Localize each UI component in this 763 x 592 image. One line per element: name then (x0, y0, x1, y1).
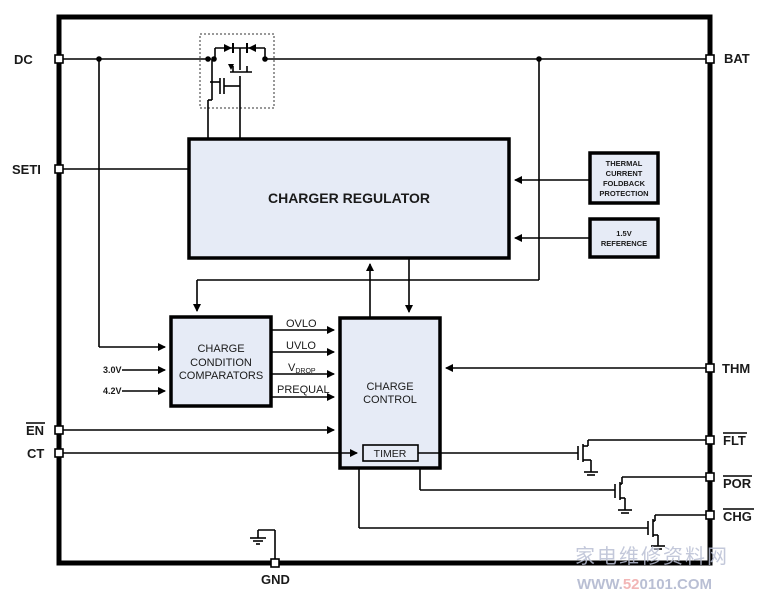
thermal-label-2: CURRENT (606, 169, 643, 178)
flt-transistor-icon (577, 440, 598, 476)
charger-regulator-label: CHARGER REGULATOR (268, 190, 430, 206)
junction-dots (96, 56, 542, 62)
pin-chg-label: CHG (723, 509, 752, 524)
thermal-label-3: FOLDBACK (603, 179, 646, 188)
pin-bat-label: BAT (724, 51, 750, 66)
signal-prequal: PREQUAL (277, 384, 330, 396)
charge-control-label-1: CHARGE (366, 381, 413, 393)
pin-dc-pad (54, 54, 64, 64)
pin-chg-pad (705, 510, 715, 520)
pin-thm-label: THM (722, 361, 750, 376)
pin-thm-pad (705, 363, 715, 373)
signal-ovlo: OVLO (286, 318, 317, 330)
thermal-foldback-block (588, 151, 660, 205)
gnd-symbol-icon (250, 537, 266, 545)
reference-block (588, 217, 660, 259)
comparators-label-3: COMPARATORS (179, 370, 263, 382)
por-transistor-icon (614, 477, 632, 514)
pin-seti-pad (54, 164, 64, 174)
comparators-block (169, 315, 273, 408)
pin-ct-pad (54, 448, 64, 458)
pin-gnd-pad (270, 558, 280, 568)
charger-regulator-block (187, 137, 511, 260)
wires (59, 59, 710, 563)
thermal-label-1: THERMAL (606, 159, 643, 168)
pin-seti-label: SETI (12, 162, 41, 177)
pin-en-pad (54, 425, 64, 435)
dc-bat-rail (59, 47, 710, 138)
diode-icons (224, 43, 256, 70)
thermal-label-4: PROTECTION (599, 189, 648, 198)
charge-control-label-2: CONTROL (363, 394, 417, 406)
signal-vdrop: VDROP (288, 362, 316, 375)
pin-pads (54, 54, 715, 568)
watermark-url: WWW.520101.COM (577, 576, 712, 592)
comparators-label-1: CHARGE (197, 343, 244, 355)
input-4v2: 4.2V (103, 386, 122, 396)
signal-uvlo: UVLO (286, 340, 316, 352)
pin-en-label: EN (26, 423, 44, 438)
pin-por-label: POR (723, 476, 752, 491)
watermark-cn: 家电维修资料网 (575, 544, 729, 568)
pin-ct-label: CT (27, 446, 44, 461)
charge-control-block (338, 316, 442, 470)
power-switch-area (199, 33, 275, 109)
chg-transistor-icon (647, 515, 665, 550)
timer-label: TIMER (374, 448, 407, 460)
pin-bat-pad (705, 54, 715, 64)
reference-label-1: 1.5V (616, 229, 631, 238)
pin-por-pad (705, 472, 715, 482)
input-3v0: 3.0V (103, 365, 122, 375)
pin-dc-label: DC (14, 52, 33, 67)
pin-flt-pad (705, 435, 715, 445)
reference-label-2: REFERENCE (601, 239, 647, 248)
ic-outline (56, 14, 713, 566)
comparators-label-2: CONDITION (190, 357, 252, 369)
pin-gnd-label: GND (261, 572, 290, 587)
pin-flt-label: FLT (723, 433, 746, 448)
